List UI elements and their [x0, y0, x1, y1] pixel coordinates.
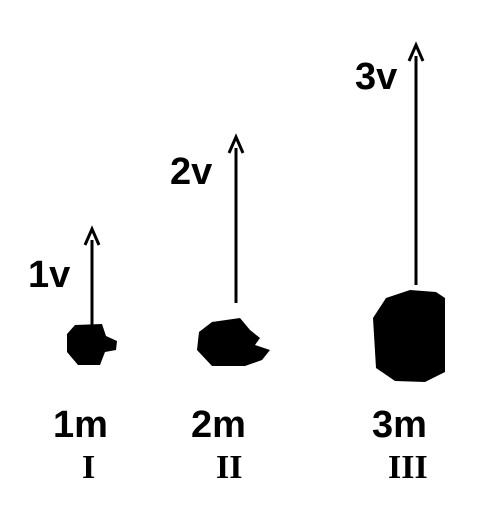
- velocity-arrow-1-head: [83, 225, 101, 246]
- velocity-label-2: 2v: [170, 151, 213, 193]
- velocity-label-3: 3v: [355, 56, 398, 98]
- velocity-arrow-3-head: [407, 41, 425, 62]
- roman-label-1: I: [82, 449, 96, 486]
- roman-label-3: III: [388, 449, 428, 486]
- object-3: [373, 41, 445, 382]
- mass-label-2: 2m: [191, 404, 246, 446]
- object-1: [67, 225, 117, 365]
- mass-label-3: 3m: [372, 404, 427, 446]
- object-2: [197, 133, 270, 366]
- velocity-label-1: 1v: [28, 254, 71, 296]
- mass-label-1: 1m: [53, 404, 108, 446]
- mass-blob-3: [373, 290, 445, 382]
- mass-blob-1: [67, 324, 117, 365]
- mass-blob-2: [197, 318, 270, 366]
- velocity-arrow-2-head: [227, 133, 245, 154]
- roman-label-2: II: [216, 449, 243, 486]
